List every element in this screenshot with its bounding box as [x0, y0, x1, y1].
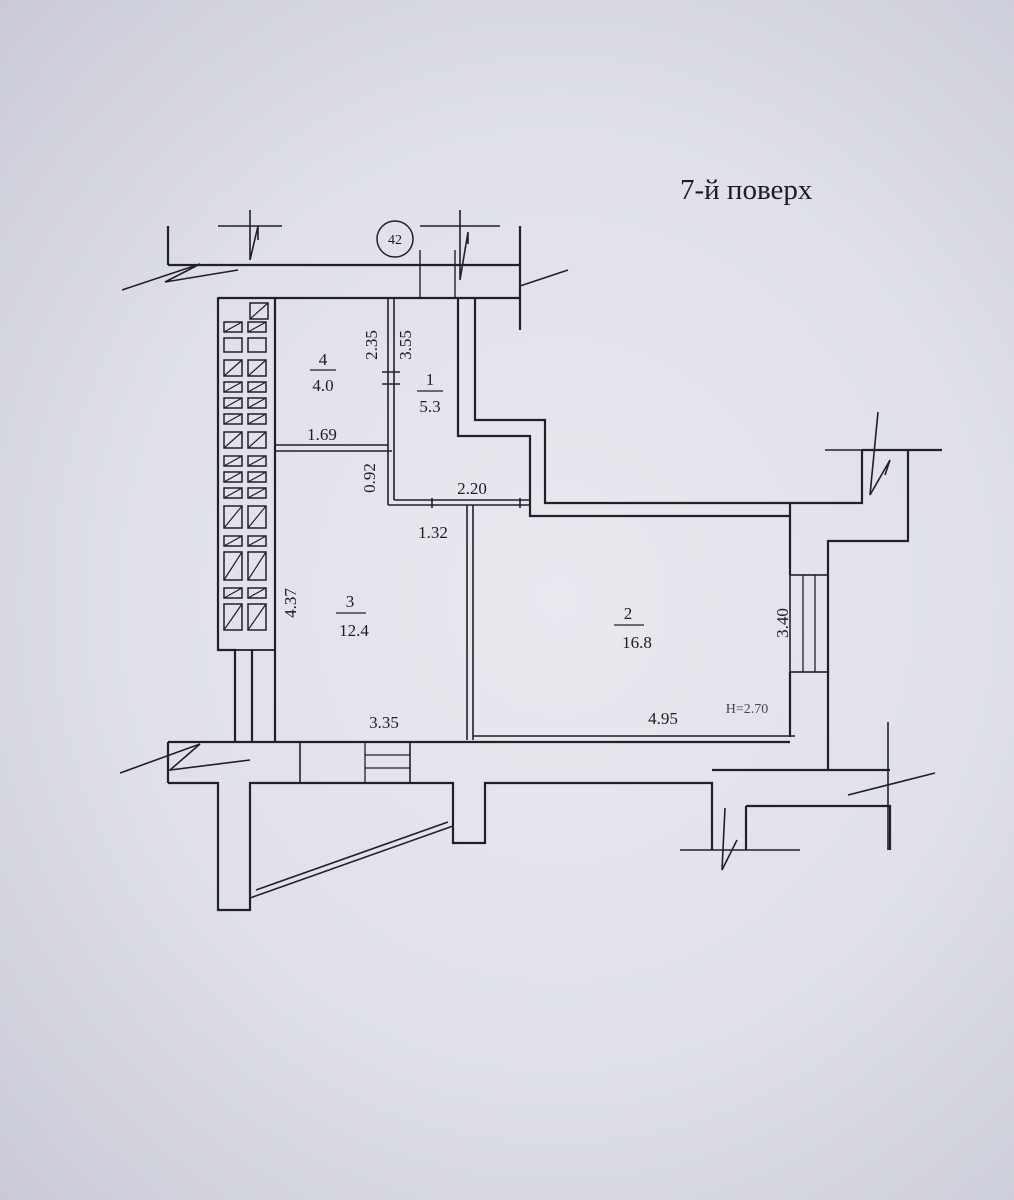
vent-cell-diagonal	[223, 587, 243, 599]
top-openings	[419, 250, 456, 298]
vent-cell-diagonal	[247, 471, 267, 483]
ventilation-block	[217, 297, 276, 651]
room-3-label: 3 12.4	[336, 592, 369, 640]
axis-marker-label: 42	[388, 233, 402, 248]
room-4-number: 4	[319, 350, 328, 369]
dim-4-37: 4.37	[281, 588, 300, 618]
vent-cell	[223, 487, 243, 499]
vent-cell	[223, 471, 243, 483]
vent-cell	[247, 431, 267, 449]
dim-1-69: 1.69	[307, 425, 337, 444]
vent-cell	[223, 321, 243, 333]
partitions	[275, 298, 795, 740]
room-1-number: 1	[426, 370, 435, 389]
vent-cell-diagonal	[223, 381, 243, 393]
vent-cell-diagonal	[223, 431, 243, 449]
dim-0-92: 0.92	[360, 463, 379, 493]
vent-cell	[223, 397, 243, 409]
vent-cell-diagonal	[223, 487, 243, 499]
vent-cell-diagonal	[223, 535, 243, 547]
vent-cell	[223, 413, 243, 425]
room-1-area: 5.3	[419, 397, 440, 416]
vent-cell-diagonal	[249, 302, 269, 320]
vent-cell	[223, 505, 243, 529]
vent-cell	[247, 487, 267, 499]
dim-4-95: 4.95	[648, 709, 678, 728]
balcony-door	[299, 741, 411, 784]
vent-cell	[247, 603, 267, 631]
vent-cell-diagonal	[247, 587, 267, 599]
room-4-label: 4 4.0	[310, 350, 336, 395]
vent-cell	[223, 551, 243, 581]
floor-title: 7-й поверх	[680, 174, 813, 206]
vent-cell-diagonal	[247, 413, 267, 425]
room-2-label: 2 16.8	[614, 604, 652, 652]
dim-3-55: 3.55	[396, 330, 415, 360]
room-2-number: 2	[624, 604, 633, 623]
vent-cell-diagonal	[223, 397, 243, 409]
vent-cell	[223, 359, 243, 377]
vent-cell	[223, 603, 243, 631]
dim-2-20: 2.20	[457, 479, 487, 498]
vent-cell-diagonal	[223, 359, 243, 377]
vent-cell	[247, 551, 267, 581]
vent-cell-diagonal	[247, 321, 267, 333]
dim-1-32: 1.32	[418, 523, 448, 542]
break-lines	[119, 210, 936, 871]
vent-cell-diagonal	[247, 487, 267, 499]
vent-cell	[247, 535, 267, 547]
vent-cell	[223, 381, 243, 393]
vent-cell-diagonal	[247, 535, 267, 547]
vent-cell-diagonal	[247, 505, 267, 529]
vent-cell-diagonal	[247, 359, 267, 377]
vent-cell	[247, 359, 267, 377]
vent-cell-diagonal	[247, 381, 267, 393]
vent-cell-diagonal	[247, 431, 267, 449]
axis-marker: 42	[376, 220, 414, 258]
vent-cell	[247, 413, 267, 425]
vent-cell	[247, 381, 267, 393]
vent-cell	[223, 431, 243, 449]
vent-cell	[247, 471, 267, 483]
vent-cell-diagonal	[223, 551, 243, 581]
vent-cell-diagonal	[247, 455, 267, 467]
vent-cell	[223, 587, 243, 599]
vent-cell	[223, 455, 243, 467]
outer-walls	[166, 226, 942, 912]
vent-cell-diagonal	[223, 505, 243, 529]
vent-cell-diagonal	[223, 321, 243, 333]
vent-cell-diagonal	[223, 471, 243, 483]
room-4-area: 4.0	[312, 376, 333, 395]
vent-cell-diagonal	[223, 455, 243, 467]
dim-2-35: 2.35	[362, 330, 381, 360]
vent-cell	[247, 587, 267, 599]
dim-3-40: 3.40	[773, 608, 792, 638]
dim-3-35: 3.35	[369, 713, 399, 732]
vent-cell-diagonal	[247, 397, 267, 409]
room-2-area: 16.8	[622, 633, 652, 652]
vent-cell	[249, 302, 269, 320]
vent-cell-diagonal	[223, 413, 243, 425]
vent-cell	[247, 321, 267, 333]
room-1-label: 1 5.3	[417, 370, 443, 416]
vent-cell	[247, 505, 267, 529]
vent-cell	[223, 535, 243, 547]
vent-cell-diagonal	[247, 551, 267, 581]
vent-cell	[223, 337, 243, 353]
vent-cell-diagonal	[247, 603, 267, 631]
ceiling-height: H=2.70	[726, 702, 769, 717]
room-3-number: 3	[346, 592, 355, 611]
room-3-area: 12.4	[339, 621, 369, 640]
window-right	[789, 574, 829, 673]
vent-cell	[247, 455, 267, 467]
vent-cell-diagonal	[223, 603, 243, 631]
vent-cell	[247, 337, 267, 353]
vent-cell	[247, 397, 267, 409]
